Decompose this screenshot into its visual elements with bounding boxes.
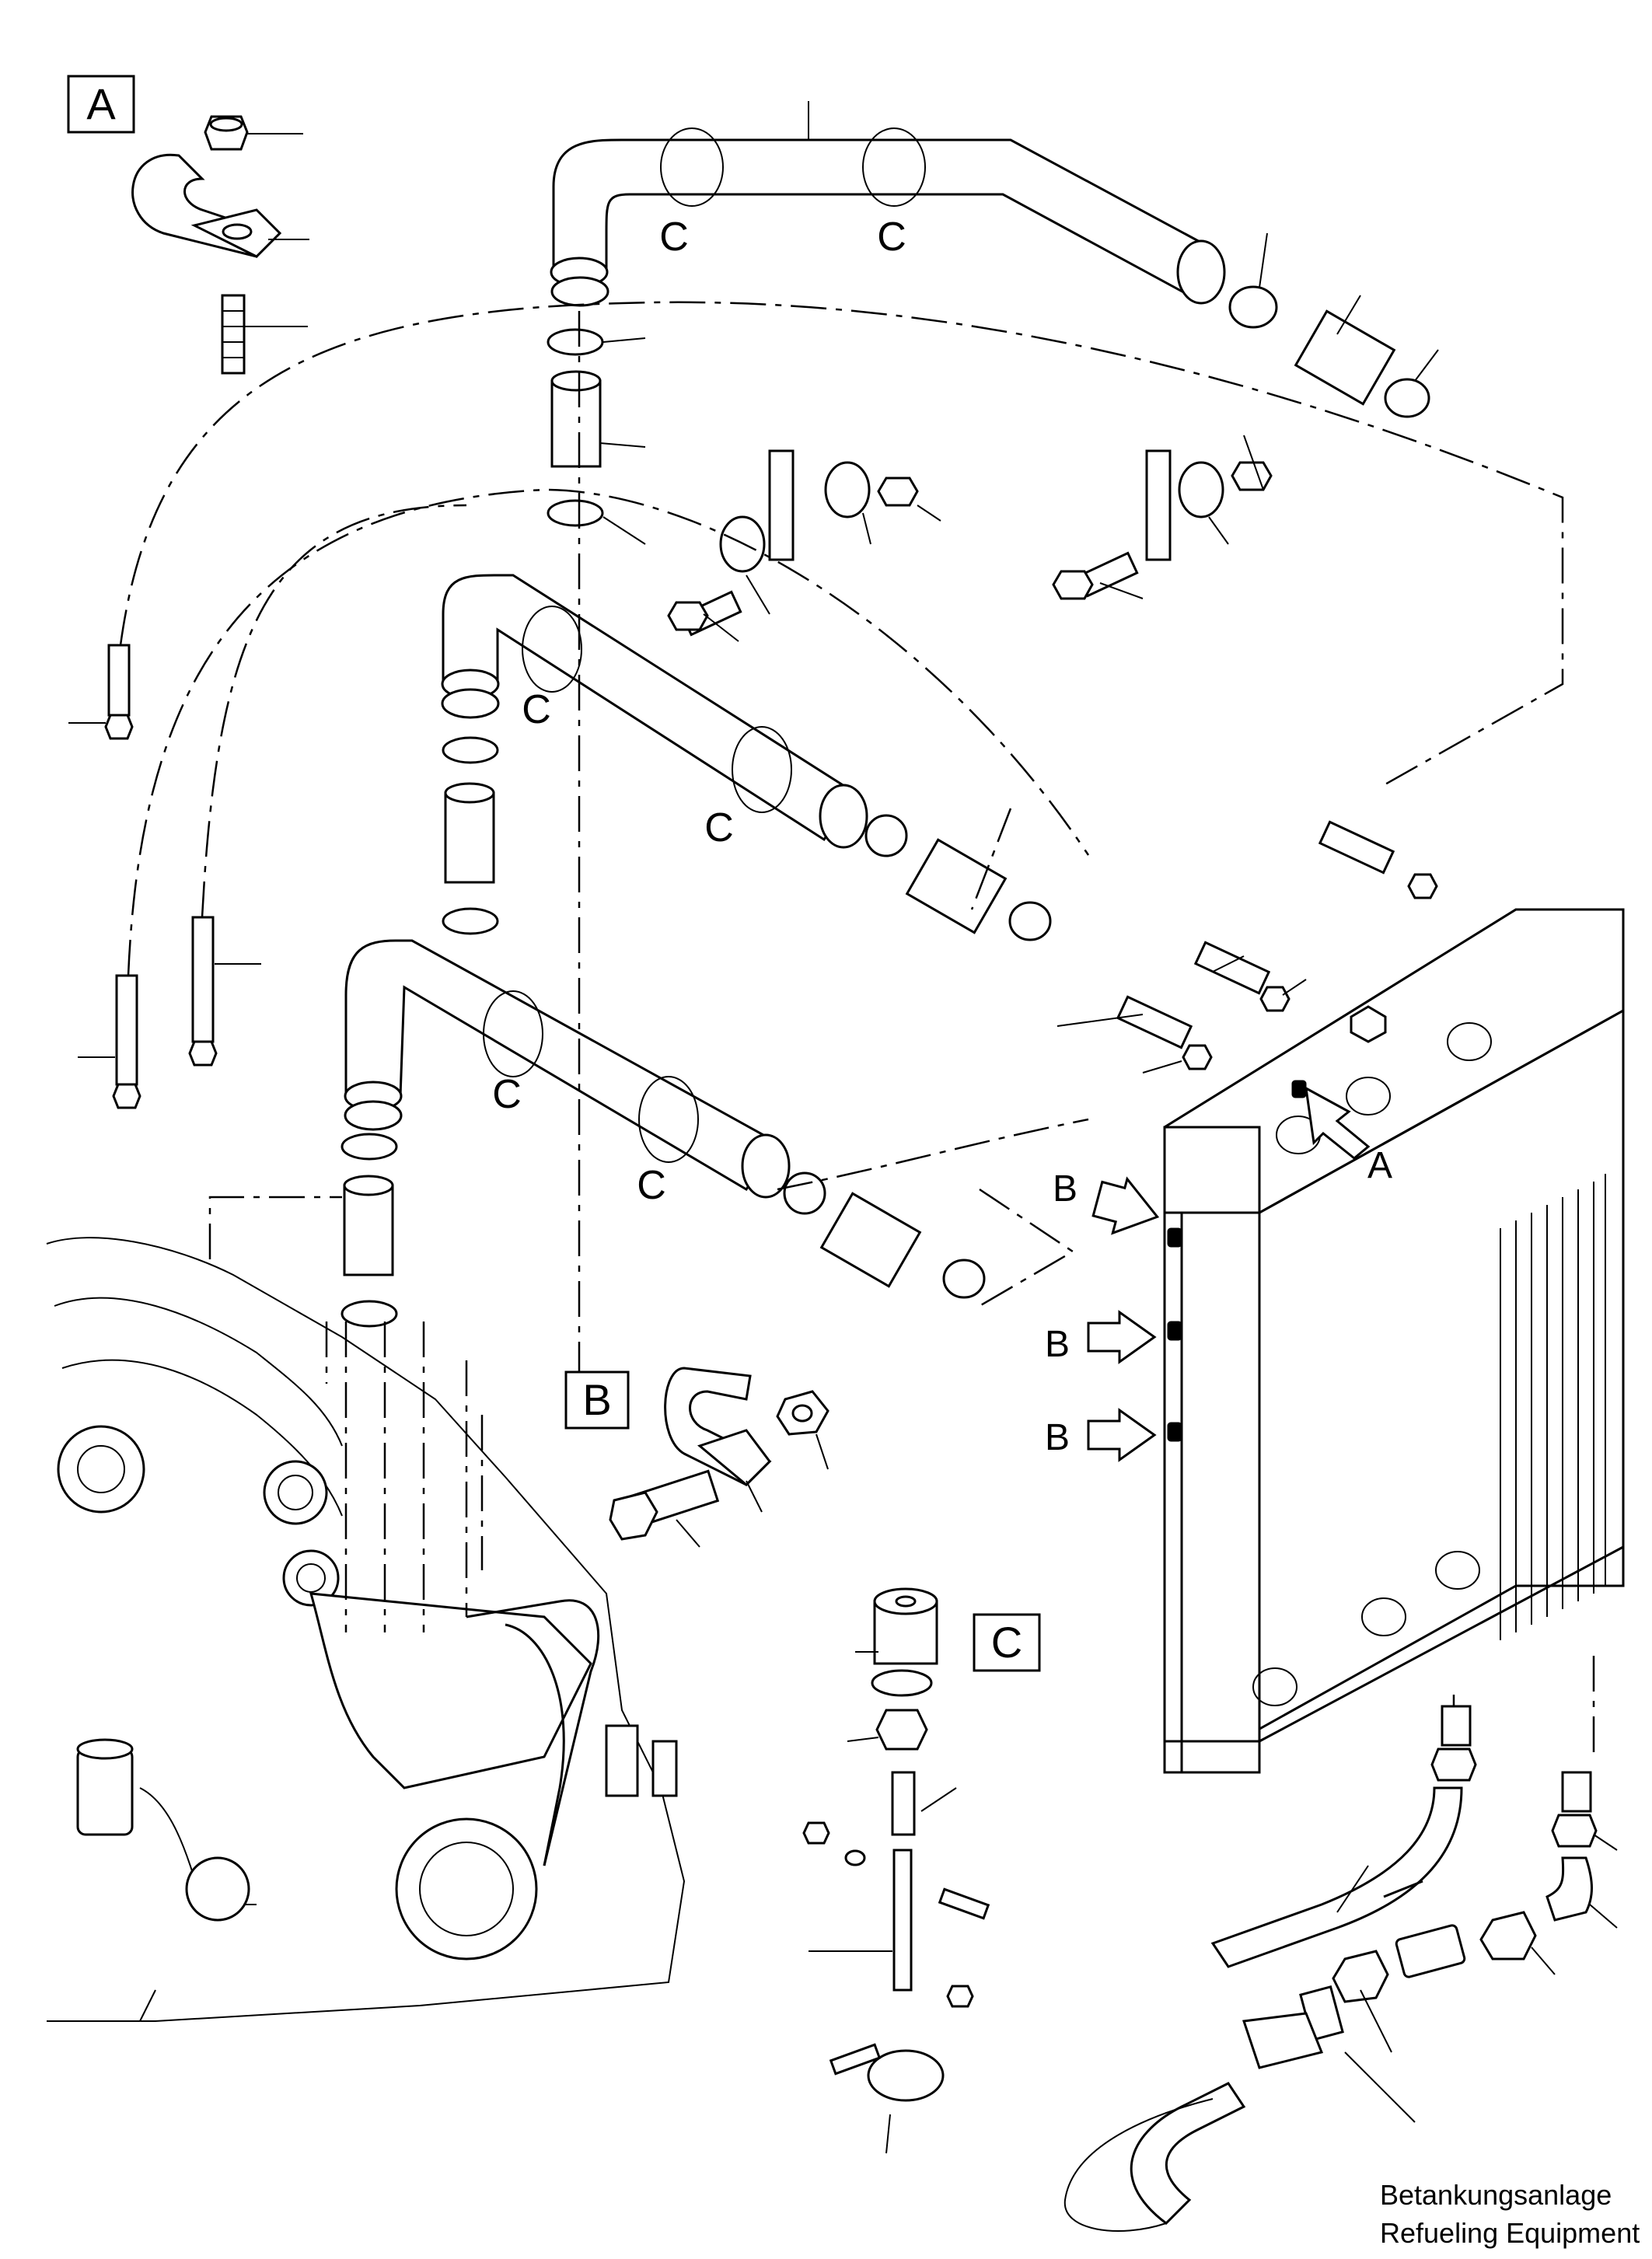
detail-c-box: [973, 1613, 1041, 1672]
connection-lines: [119, 301, 1595, 1757]
arrows-b: B B B: [1045, 1168, 1160, 1462]
middle-hose: C C: [441, 574, 1052, 941]
caption-line-1: Betankungsanlage: [1380, 2179, 1612, 2211]
radiator: [1163, 908, 1625, 1774]
detail-b-letter: B: [582, 1375, 611, 1424]
detail-a-letter: A: [86, 79, 116, 128]
detail-c-letter: C: [991, 1618, 1022, 1667]
detail-b-box: [564, 1370, 630, 1430]
lower-hose: C C: [341, 939, 986, 1328]
upper-hose: C C: [550, 101, 1439, 418]
upper-connector: [547, 328, 646, 545]
detail-c: C: [802, 1587, 1041, 2154]
arrow-b-label-3: B: [1045, 1417, 1070, 1458]
detail-a-box: [67, 75, 135, 134]
engine-block: [46, 1237, 686, 2022]
hose-marker-c-3: C: [522, 687, 551, 732]
arrow-a: A: [1304, 1086, 1392, 1186]
detail-a: A: [67, 75, 309, 375]
detail-a-nut: [204, 115, 303, 151]
radiator-inlet-lines: [1057, 820, 1438, 1074]
brackets: [667, 435, 1273, 642]
refueling-line: [1063, 1705, 1618, 2232]
hose-marker-c-1: C: [659, 215, 689, 260]
detail-a-clamp: [131, 153, 309, 258]
caption-line-2: Refueling Equipment: [1380, 2217, 1640, 2249]
arrow-a-label: A: [1367, 1145, 1392, 1186]
refueling-caption: Betankungsanlage Refueling Equipment: [1380, 2179, 1640, 2249]
left-fuel-lines: [68, 644, 261, 1109]
hose-marker-c-6: C: [637, 1163, 666, 1208]
hose-marker-c-5: C: [492, 1072, 522, 1117]
detail-a-stud: [221, 294, 308, 375]
arrow-b-label-1: B: [1053, 1168, 1077, 1210]
hose-marker-c-4: C: [704, 805, 734, 850]
detail-b: B: [564, 1367, 829, 1548]
hose-marker-c-2: C: [877, 215, 906, 260]
arrow-b-label-2: B: [1045, 1324, 1070, 1365]
